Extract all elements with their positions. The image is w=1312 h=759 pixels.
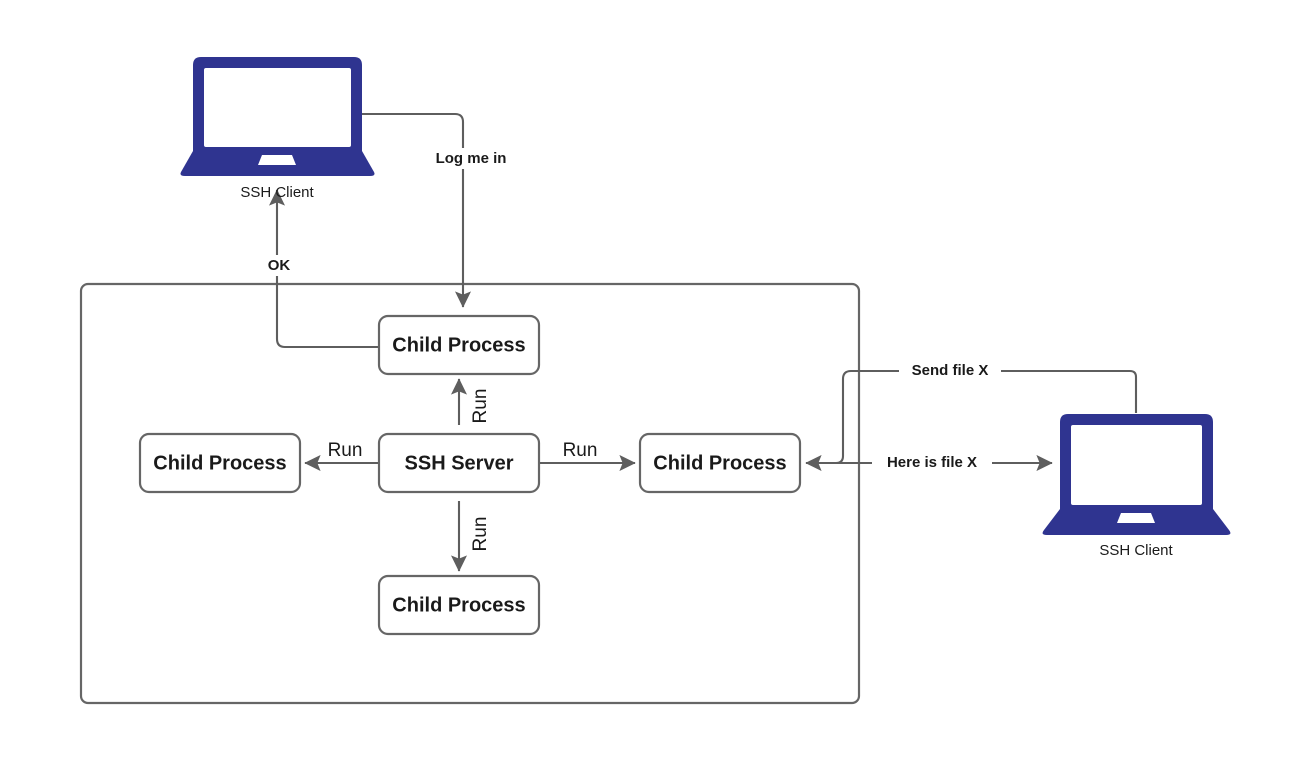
edge-log-me-in-path xyxy=(355,112,472,308)
node-child-left-label: Child Process xyxy=(153,452,286,474)
laptop-notch xyxy=(258,155,296,165)
edge-label-run-left-text: Run xyxy=(328,440,363,461)
laptop-notch xyxy=(1117,513,1155,523)
laptop-screen-inner xyxy=(1071,425,1202,505)
edge-label-run-up-text: Run xyxy=(470,389,491,424)
device-label-right-ssh-client: SSH Client xyxy=(1099,542,1173,559)
node-child-top[interactable]: Child Process xyxy=(377,314,541,376)
node-ssh-server-box[interactable] xyxy=(377,432,541,494)
node-child-right-label: Child Process xyxy=(653,452,786,474)
node-child-right[interactable]: Child Process xyxy=(638,432,802,494)
edge-label-ok: OK xyxy=(262,255,296,276)
node-child-left[interactable]: Child Process xyxy=(138,432,302,494)
node-child-left-box[interactable] xyxy=(138,432,302,494)
label-halo xyxy=(872,453,992,473)
edge-label-run-down: Run xyxy=(470,517,491,552)
label-halo xyxy=(899,361,1001,381)
node-child-bottom[interactable]: Child Process xyxy=(377,574,541,636)
node-child-bottom-box[interactable] xyxy=(377,574,541,636)
edge-label-here-is-file: Here is file X xyxy=(872,453,992,473)
server-boundary xyxy=(79,282,861,705)
label-halo xyxy=(262,255,296,276)
node-child-top-label: Child Process xyxy=(392,334,525,356)
edge-ok-path xyxy=(268,189,379,349)
node-ssh-server-label: SSH Server xyxy=(405,452,514,474)
edge-label-log-me-in: Log me in xyxy=(413,148,529,169)
edge-label-log-me-in-text: Log me in xyxy=(436,150,507,167)
label-halo xyxy=(323,440,368,462)
node-child-right-box[interactable] xyxy=(638,432,802,494)
edge-label-send-file: Send file X xyxy=(899,361,1001,381)
edge-label-send-file-text: Send file X xyxy=(912,362,989,379)
node-ssh-server[interactable]: SSH Server xyxy=(377,432,541,494)
edge-label-run-up: Run xyxy=(470,389,491,424)
label-halo xyxy=(413,148,529,169)
edge-label-here-is-file-text: Here is file X xyxy=(887,454,977,471)
edge-label-run-right: Run xyxy=(558,440,603,462)
label-halo xyxy=(558,440,603,462)
device-label-left-ssh-client: SSH Client xyxy=(240,184,314,201)
edge-label-run-left: Run xyxy=(323,440,368,462)
laptop-screen-inner xyxy=(204,68,351,147)
node-child-top-box[interactable] xyxy=(377,314,541,376)
edge-label-run-right-text: Run xyxy=(563,440,598,461)
edge-label-ok-text: OK xyxy=(268,257,291,274)
laptop-icon-right-client xyxy=(1042,414,1231,535)
edge-label-run-down-text: Run xyxy=(470,517,491,552)
node-child-bottom-label: Child Process xyxy=(392,594,525,616)
laptop-icon-left-client xyxy=(180,57,375,176)
